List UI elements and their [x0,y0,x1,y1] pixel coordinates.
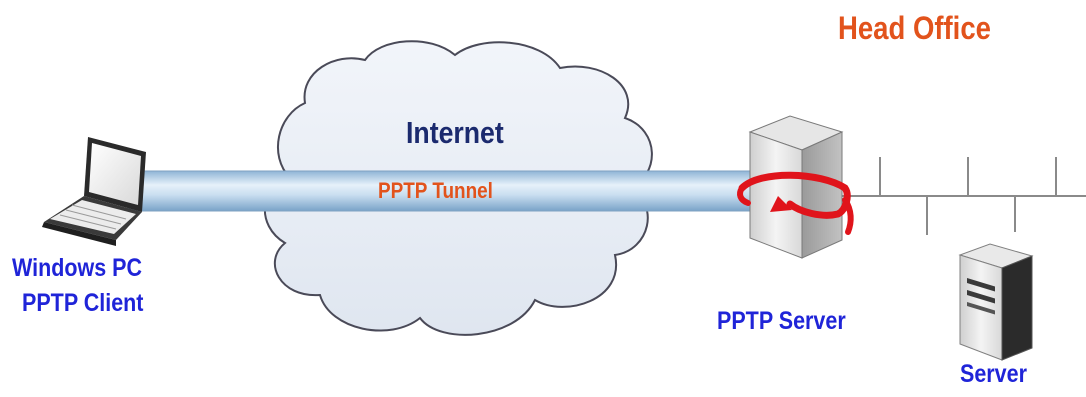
client-label-line1: Windows PC [12,254,143,282]
laptop-icon [42,137,146,246]
pptp-tunnel [127,170,751,212]
pptp-tunnel-label: PPTP Tunnel [378,178,493,203]
pptp-server-label: PPTP Server [717,307,846,335]
head-office-label: Head Office [838,10,991,46]
client-label-line2: PPTP Client [22,289,144,317]
pptp-server-icon [748,115,844,259]
tunnel-arrow-icon [737,171,854,235]
server-label: Server [960,360,1027,388]
internet-label: Internet [406,115,504,150]
server-icon [958,243,1034,361]
lan-network-lines [840,157,1086,235]
